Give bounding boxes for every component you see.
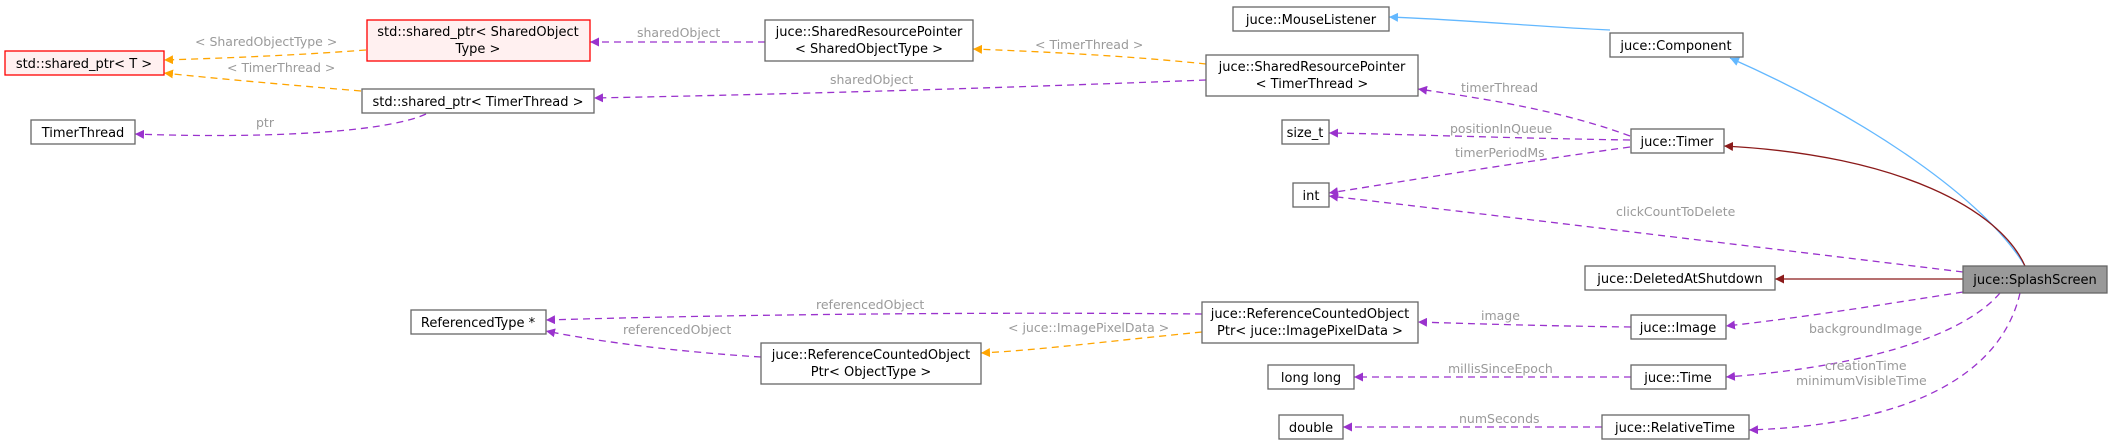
edge-usage-minimumvisibletime: [1748, 292, 2021, 435]
edge-usage-clickcount: [1328, 192, 1964, 273]
label-shared-object-type: < SharedObjectType >: [195, 34, 337, 49]
node-ref-counted-ptr-imagepixeldata[interactable]: juce::ReferenceCountedObject Ptr< juce::…: [1201, 301, 1419, 344]
node-size-t[interactable]: size_t: [1281, 119, 1330, 145]
svg-text:juce::ReferenceCountedObject: juce::ReferenceCountedObject: [1210, 307, 1409, 322]
label-image: image: [1481, 308, 1520, 323]
svg-text:juce::SharedResourcePointer: juce::SharedResourcePointer: [775, 25, 963, 40]
edge-usage-image: [1417, 317, 1632, 328]
label-timer-thread-tmpl-1: < TimerThread >: [1035, 37, 1143, 52]
node-double[interactable]: double: [1278, 414, 1344, 440]
edge-usage-referencedobject-1: [545, 312, 1203, 325]
label-ptr: ptr: [256, 115, 275, 130]
label-shared-object-2: sharedObject: [830, 72, 913, 87]
svg-text:std::shared_ptr< SharedObject: std::shared_ptr< SharedObject: [377, 25, 579, 40]
node-juce-timer[interactable]: juce::Timer: [1630, 128, 1725, 154]
svg-text:juce::Timer: juce::Timer: [1640, 135, 1715, 150]
edge-usage-timerthread: [1417, 85, 1631, 137]
svg-text:TimerThread: TimerThread: [41, 126, 125, 141]
edge-template-sharedptr-timerthread: [163, 69, 362, 92]
svg-text:juce::Component: juce::Component: [1619, 39, 1731, 54]
node-juce-mouse-listener[interactable]: juce::MouseListener: [1232, 6, 1390, 32]
svg-text:juce::SplashScreen: juce::SplashScreen: [1972, 273, 2097, 288]
svg-text:juce::ReferenceCountedObject: juce::ReferenceCountedObject: [771, 348, 970, 363]
svg-text:< SharedObjectType >: < SharedObjectType >: [795, 42, 943, 57]
svg-text:juce::Image: juce::Image: [1639, 321, 1716, 336]
node-long-long[interactable]: long long: [1267, 364, 1355, 390]
label-creation-time: creationTime: [1825, 358, 1907, 373]
node-std-shared-ptr-t[interactable]: std::shared_ptr< T >: [4, 50, 165, 76]
label-shared-object-1: sharedObject: [637, 25, 720, 40]
svg-text:size_t: size_t: [1287, 126, 1324, 141]
edge-usage-sharedobject-2: [593, 79, 1207, 103]
svg-text:Ptr< juce::ImagePixelData >: Ptr< juce::ImagePixelData >: [1217, 324, 1403, 339]
edge-usage-creationtime: [1725, 292, 2001, 381]
label-timer-thread-tmpl-2: < TimerThread >: [227, 60, 335, 75]
svg-text:Type >: Type >: [455, 42, 501, 57]
svg-text:juce::SharedResourcePointer: juce::SharedResourcePointer: [1218, 60, 1406, 75]
label-position-in-queue: positionInQueue: [1450, 121, 1552, 136]
svg-text:long long: long long: [1281, 371, 1341, 386]
label-timer-period-ms: timerPeriodMs: [1455, 145, 1545, 160]
svg-text:ReferencedType *: ReferencedType *: [421, 316, 536, 331]
label-millis-since-epoch: millisSinceEpoch: [1448, 361, 1553, 376]
svg-text:juce::MouseListener: juce::MouseListener: [1245, 13, 1377, 28]
edge-usage-ptr: [134, 113, 427, 139]
label-timer-thread-member: timerThread: [1461, 80, 1538, 95]
node-juce-component[interactable]: juce::Component: [1609, 32, 1744, 58]
node-juce-time[interactable]: juce::Time: [1630, 364, 1727, 390]
node-timer-thread[interactable]: TimerThread: [30, 119, 136, 145]
edge-inherit-mouselistener: [1388, 12, 1611, 31]
node-juce-image[interactable]: juce::Image: [1630, 314, 1727, 340]
label-referenced-object-2: referencedObject: [623, 322, 731, 337]
node-shared-ptr-timerthread[interactable]: std::shared_ptr< TimerThread >: [361, 88, 595, 114]
node-juce-splash-screen[interactable]: juce::SplashScreen: [1962, 265, 2108, 294]
node-shared-ptr-sharedobjecttype[interactable]: std::shared_ptr< SharedObject Type >: [366, 19, 591, 62]
node-ref-counted-ptr-objecttype[interactable]: juce::ReferenceCountedObject Ptr< Object…: [760, 342, 982, 385]
svg-text:< TimerThread >: < TimerThread >: [1256, 77, 1369, 92]
svg-text:double: double: [1289, 421, 1333, 436]
edge-usage-backgroundimage: [1725, 291, 1964, 330]
label-image-pixel-data-tmpl: < juce::ImagePixelData >: [1008, 320, 1169, 335]
svg-text:Ptr< ObjectType >: Ptr< ObjectType >: [811, 365, 932, 380]
edge-usage-referencedobject-2: [545, 328, 762, 358]
edge-inherit-component: [1729, 57, 2026, 267]
svg-text:std::shared_ptr< T >: std::shared_ptr< T >: [16, 57, 152, 72]
edge-template-srp-timerthread: [972, 44, 1207, 65]
edge-template-refcounted: [980, 331, 1203, 358]
svg-text:juce::RelativeTime: juce::RelativeTime: [1614, 421, 1735, 436]
svg-text:juce::Time: juce::Time: [1643, 371, 1712, 386]
node-juce-relative-time[interactable]: juce::RelativeTime: [1601, 414, 1750, 440]
node-int[interactable]: int: [1292, 182, 1330, 208]
svg-text:int: int: [1303, 189, 1320, 204]
label-click-count-to-delete: clickCountToDelete: [1616, 204, 1736, 219]
node-juce-deleted-at-shutdown[interactable]: juce::DeletedAtShutdown: [1584, 265, 1776, 291]
node-referenced-type-ptr[interactable]: ReferencedType *: [410, 309, 547, 335]
edge-template-sharedptr-sharedobjecttype: [163, 49, 367, 65]
label-referenced-object-1: referencedObject: [816, 297, 924, 312]
svg-text:juce::DeletedAtShutdown: juce::DeletedAtShutdown: [1596, 272, 1762, 287]
svg-text:std::shared_ptr< TimerThread >: std::shared_ptr< TimerThread >: [372, 95, 583, 110]
edge-usage-positioninqueue: [1328, 128, 1631, 141]
label-num-seconds: numSeconds: [1459, 411, 1540, 426]
node-shared-resource-pointer-sharedobjecttype[interactable]: juce::SharedResourcePointer < SharedObje…: [764, 19, 974, 62]
label-minimum-visible-time: minimumVisibleTime: [1796, 373, 1927, 388]
edge-usage-timerperiodms: [1328, 146, 1631, 197]
label-background-image: backgroundImage: [1809, 321, 1922, 336]
node-shared-resource-pointer-timerthread[interactable]: juce::SharedResourcePointer < TimerThrea…: [1205, 54, 1419, 97]
edge-inherit-timer: [1723, 141, 2026, 267]
